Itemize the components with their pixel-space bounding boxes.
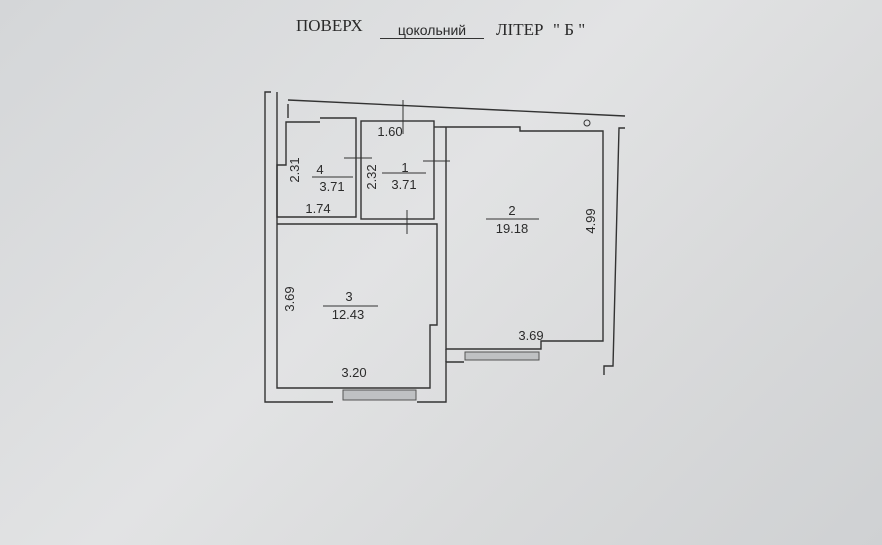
room-4-area: 3.71 — [319, 179, 344, 194]
walls — [264, 91, 626, 403]
room-1-area: 3.71 — [391, 177, 416, 192]
floor-label: ПОВЕРХ — [296, 16, 363, 35]
room-1-width: 1.60 — [377, 124, 402, 139]
room-2-length: 4.99 — [583, 208, 598, 233]
floor-value: цокольний — [380, 22, 484, 39]
letter-label: ЛІТЕР — [496, 20, 544, 39]
room-1-length: 2.32 — [364, 164, 379, 189]
room-2-area: 19.18 — [496, 221, 529, 236]
room-3-number: 3 — [345, 289, 352, 304]
room-4-width: 1.74 — [305, 201, 330, 216]
room-3-area: 12.43 — [332, 307, 365, 322]
room-2-width: 3.69 — [518, 328, 543, 343]
room-3-width: 3.20 — [341, 365, 366, 380]
room-3-length: 3.69 — [282, 286, 297, 311]
letter-value: " Б " — [553, 20, 586, 39]
room-1-number: 1 — [401, 160, 408, 175]
door-marks — [312, 100, 591, 307]
room-4-length: 2.31 — [287, 157, 302, 182]
room-4-number: 4 — [316, 162, 323, 177]
room-2-number: 2 — [508, 203, 515, 218]
windows — [342, 351, 540, 401]
